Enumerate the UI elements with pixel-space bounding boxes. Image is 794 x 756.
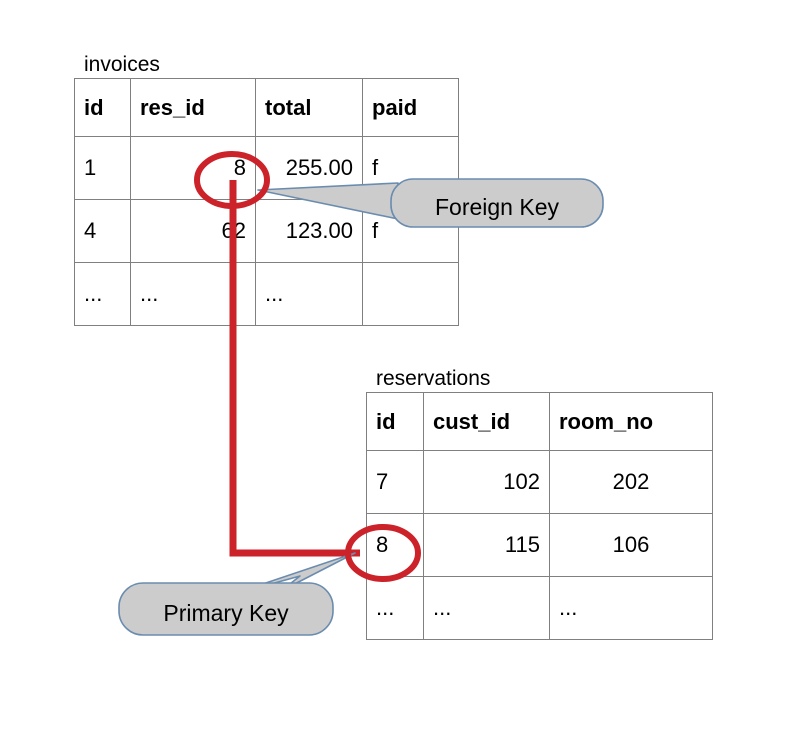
reservations-table-block: reservations id cust_id room_no 7 102 20…: [366, 366, 713, 640]
table-row: 8 115 106: [366, 513, 713, 577]
reservations-r0-cust-id: 102: [423, 450, 550, 514]
invoices-header-row: id res_id total paid: [74, 78, 459, 137]
primary-key-callout-label: Primary Key: [163, 600, 289, 626]
invoices-r2-paid: [362, 262, 459, 326]
reservations-r2-id: ...: [366, 576, 424, 640]
reservations-r2-cust-id: ...: [423, 576, 550, 640]
table-row: 7 102 202: [366, 450, 713, 514]
foreign-key-highlight-circle[interactable]: [194, 151, 270, 209]
invoices-table-title: invoices: [84, 53, 160, 76]
primary-key-callout-bubble[interactable]: [118, 582, 334, 636]
primary-key-highlight-circle[interactable]: [345, 524, 421, 582]
reservations-header-row: id cust_id room_no: [366, 392, 713, 451]
invoices-r1-res-id: 62: [130, 199, 256, 263]
invoices-r2-total: ...: [255, 262, 363, 326]
reservations-header-cust-id: cust_id: [423, 392, 550, 451]
reservations-header-id: id: [366, 392, 424, 451]
reservations-table-title: reservations: [376, 367, 491, 390]
invoices-header-res-id: res_id: [130, 78, 256, 137]
table-row: ... ... ...: [366, 576, 713, 640]
invoices-r0-total: 255.00: [255, 136, 363, 200]
invoices-r2-id: ...: [74, 262, 131, 326]
reservations-r0-room-no: 202: [549, 450, 713, 514]
invoices-header-total: total: [255, 78, 363, 137]
table-row: ... ... ...: [74, 262, 459, 326]
reservations-r1-room-no: 106: [549, 513, 713, 577]
invoices-r2-res-id: ...: [130, 262, 256, 326]
invoices-r0-id: 1: [74, 136, 131, 200]
invoices-r0-res-id: 8: [130, 136, 256, 200]
reservations-header-room-no: room_no: [549, 392, 713, 451]
invoices-header-paid: paid: [362, 78, 459, 137]
reservations-table: id cust_id room_no 7 102 202 8 115 106 .…: [366, 392, 713, 640]
invoices-header-id: id: [74, 78, 131, 137]
invoices-r1-total: 123.00: [255, 199, 363, 263]
reservations-r1-cust-id: 115: [423, 513, 550, 577]
reservations-r2-room-no: ...: [549, 576, 713, 640]
reservations-r0-id: 7: [366, 450, 424, 514]
invoices-r1-id: 4: [74, 199, 131, 263]
foreign-key-callout-label: Foreign Key: [434, 194, 559, 220]
foreign-key-callout-bubble[interactable]: [390, 178, 604, 228]
